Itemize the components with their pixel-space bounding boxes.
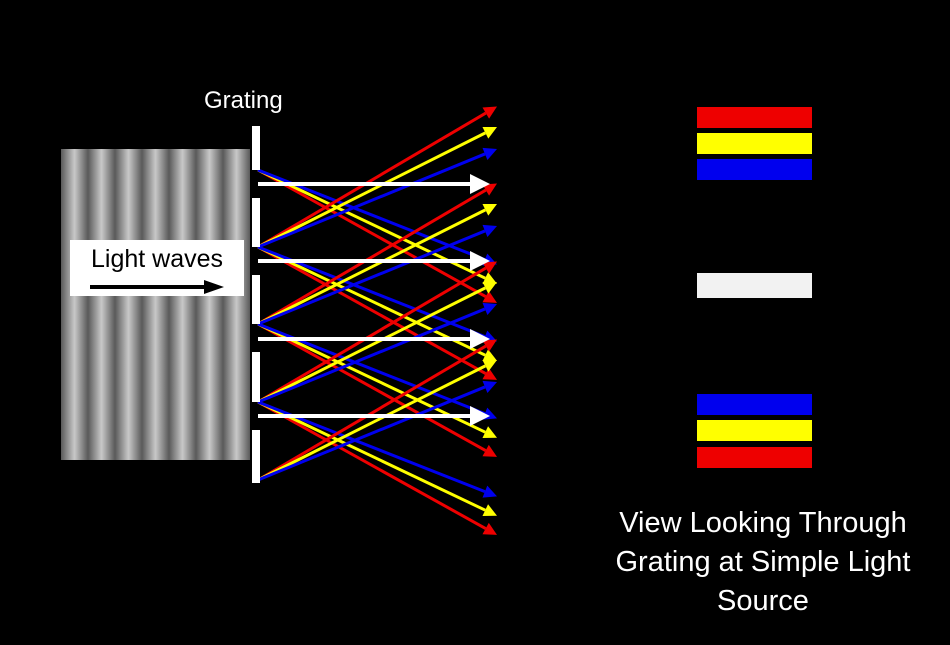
grating-bar [252, 430, 260, 483]
ray-arrow [257, 245, 497, 380]
spectrum-band-bottom-red [697, 447, 812, 468]
ray-arrow [257, 224, 497, 326]
wave-stripe [196, 149, 223, 460]
grating-bar [252, 275, 260, 324]
ray-arrow [257, 106, 497, 249]
light-wave-stripes [61, 149, 250, 460]
ray-arrow [257, 339, 497, 482]
ray-arrow [258, 329, 490, 349]
caption-line-3: Source [717, 585, 809, 617]
ray-arrow [257, 147, 497, 249]
grating-bar [252, 126, 260, 170]
ray-arrow [257, 380, 497, 482]
spectrum-band-top-blue [697, 159, 812, 180]
ray-arrow [257, 400, 497, 517]
caption-line-2: Grating at Simple Light [615, 546, 911, 578]
caption: View Looking Through Grating at Simple L… [576, 504, 950, 621]
grating-label: Grating [204, 87, 283, 114]
spectrum-band-bottom-blue [697, 394, 812, 415]
ray-arrow [257, 400, 497, 535]
diffracted-rays [257, 106, 497, 535]
spectrum-band-top-red [697, 107, 812, 128]
light-direction-arrow-icon [90, 280, 224, 294]
spectrum-band-center-white [697, 273, 812, 298]
wave-stripe [142, 149, 169, 460]
ray-arrow [257, 204, 497, 326]
ray-arrow [257, 127, 497, 249]
wave-stripe [223, 149, 250, 460]
ray-arrow [258, 406, 490, 426]
ray-arrow [257, 168, 497, 303]
wave-stripe [61, 149, 88, 460]
spectrum-band-bottom-yellow [697, 420, 812, 441]
light-waves-label-box: Light waves [70, 240, 244, 296]
ray-arrow [257, 322, 497, 457]
wave-stripe [169, 149, 196, 460]
ray-arrow [257, 183, 497, 326]
ray-arrow [257, 282, 497, 404]
ray-arrow [257, 360, 497, 482]
grating-bar [252, 198, 260, 247]
grating-slits [252, 126, 260, 483]
spectrum-band-top-yellow [697, 133, 812, 154]
grating-bar [252, 352, 260, 402]
wave-stripe [88, 149, 115, 460]
light-waves-label: Light waves [90, 245, 224, 273]
ray-arrow [257, 302, 497, 404]
ray-arrow [258, 251, 490, 271]
ray-arrow [258, 174, 490, 194]
ray-arrow [257, 261, 497, 404]
caption-line-1: View Looking Through [619, 507, 907, 539]
wave-stripe [115, 149, 142, 460]
